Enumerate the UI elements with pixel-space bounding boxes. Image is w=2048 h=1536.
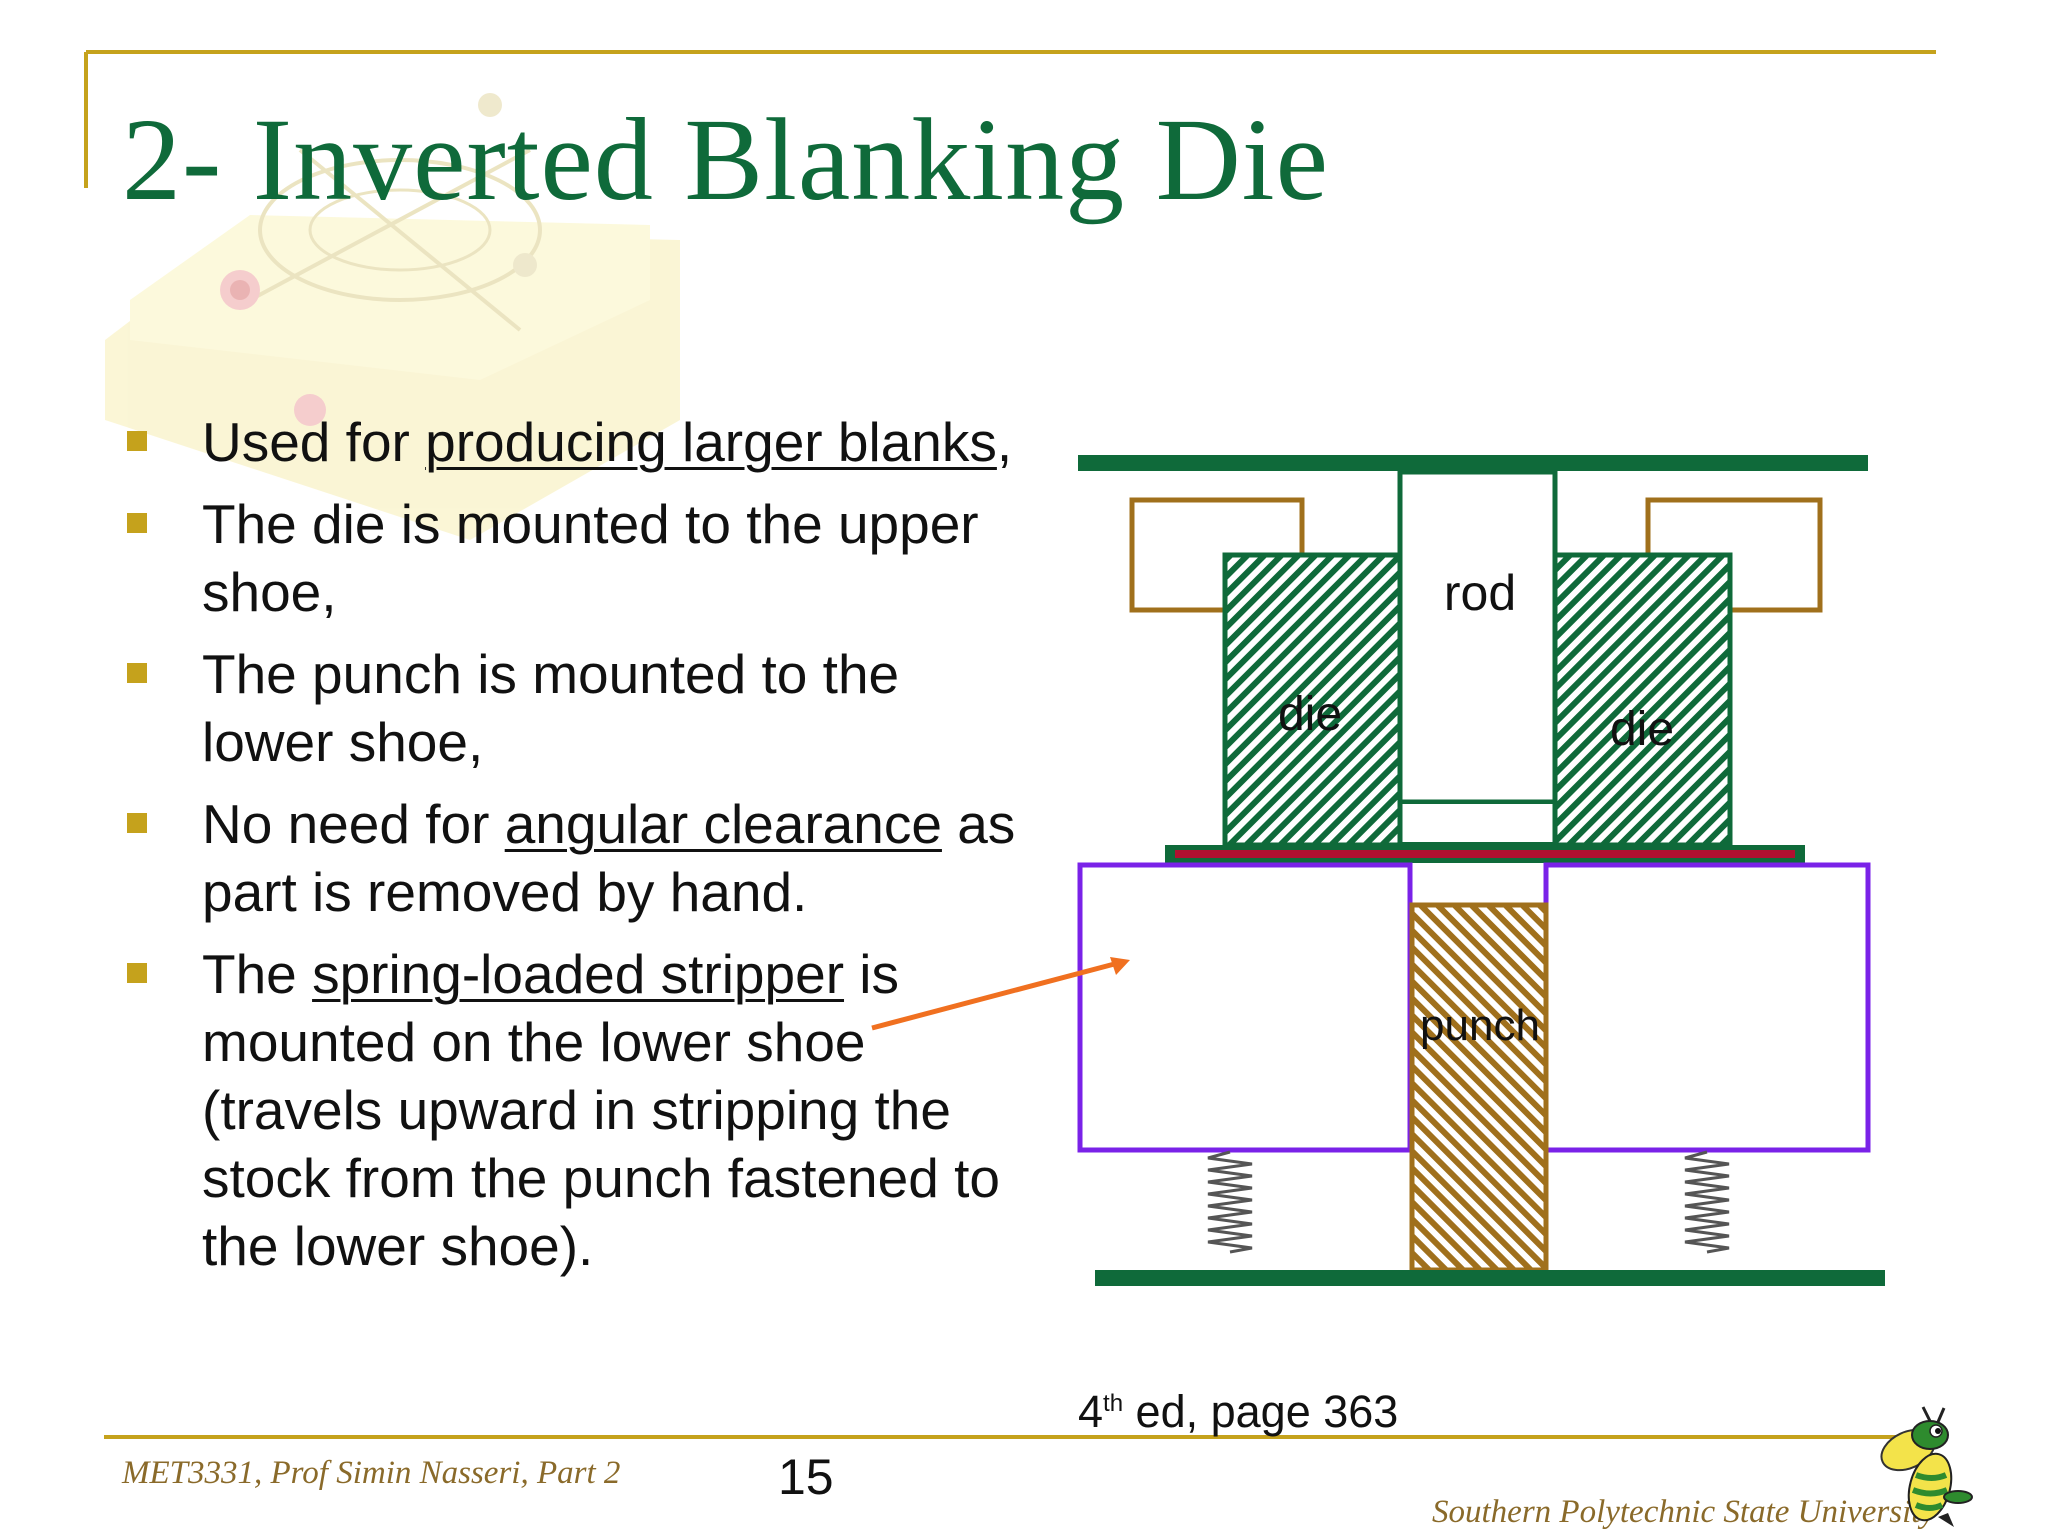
die-watermark-image xyxy=(105,93,680,540)
bullet-item: The punch is mounted to the lower shoe, xyxy=(120,640,1040,776)
bullet-item: Used for producing larger blanks, xyxy=(120,408,1040,476)
bullet-emphasis: spring-loaded stripper xyxy=(312,943,845,1005)
bullet-text: as part is removed by hand. xyxy=(202,793,1016,923)
page-number: 15 xyxy=(778,1449,834,1505)
die-right-label: die xyxy=(1610,703,1674,756)
bullet-marker xyxy=(127,663,147,683)
bullet-item: The die is mounted to the upper shoe, xyxy=(120,490,1040,626)
stripper-pointer-arrow xyxy=(871,957,1130,1031)
bullet-marker xyxy=(127,963,147,983)
die-left xyxy=(1222,552,1403,848)
stripper-right xyxy=(1543,862,1871,1153)
bullet-text: Used for xyxy=(202,411,426,473)
bullet-text: The xyxy=(202,943,313,1005)
right-bracket xyxy=(1645,497,1823,613)
hornet-logo xyxy=(1880,1406,1973,1527)
bullet-item: No need for angular clearance as part is… xyxy=(120,790,1040,926)
slide-title: 2- Inverted Blanking Die xyxy=(122,94,1329,225)
stock-strip xyxy=(1175,850,1795,858)
bullet-text: The punch is mounted to the lower shoe, xyxy=(202,643,900,773)
rod-gap xyxy=(1398,800,1557,846)
punch xyxy=(1409,902,1549,1273)
bullet-marker xyxy=(127,813,147,833)
spring-left xyxy=(1207,1150,1253,1254)
bullet-item: The spring-loaded stripper is mounted on… xyxy=(120,940,1040,1280)
inverted-blanking-die-diagram: rod die die punch xyxy=(1077,455,1885,1286)
lower-shoe xyxy=(1095,1270,1885,1286)
reference-note: 4th ed, page 363 xyxy=(1078,1386,1399,1437)
spring-right xyxy=(1684,1150,1730,1254)
upper-shoe xyxy=(1078,455,1868,471)
bullet-marker xyxy=(127,513,147,533)
die-left-label: die xyxy=(1278,688,1342,741)
bullet-list: Used for producing larger blanks, The die… xyxy=(120,408,1040,1294)
bullet-emphasis: angular clearance xyxy=(504,793,942,855)
footer-university: Southern Polytechnic State University xyxy=(1432,1494,1936,1530)
bullet-text: No need for xyxy=(202,793,505,855)
bullet-text: The die is mounted to the upper shoe, xyxy=(202,493,979,623)
bullet-text: is mounted on the lower shoe (travels up… xyxy=(202,943,1000,1277)
die-right xyxy=(1552,552,1733,848)
punch-label: punch xyxy=(1420,1001,1540,1050)
bullet-text: , xyxy=(996,411,1013,473)
rod xyxy=(1397,469,1558,805)
rod-label: rod xyxy=(1444,565,1516,621)
bullet-marker xyxy=(127,431,147,451)
left-bracket xyxy=(1129,497,1312,613)
stripper-left xyxy=(1077,862,1413,1153)
bullet-emphasis: producing larger blanks xyxy=(425,411,997,473)
footer-course: MET3331, Prof Simin Nasseri, Part 2 xyxy=(122,1455,621,1491)
